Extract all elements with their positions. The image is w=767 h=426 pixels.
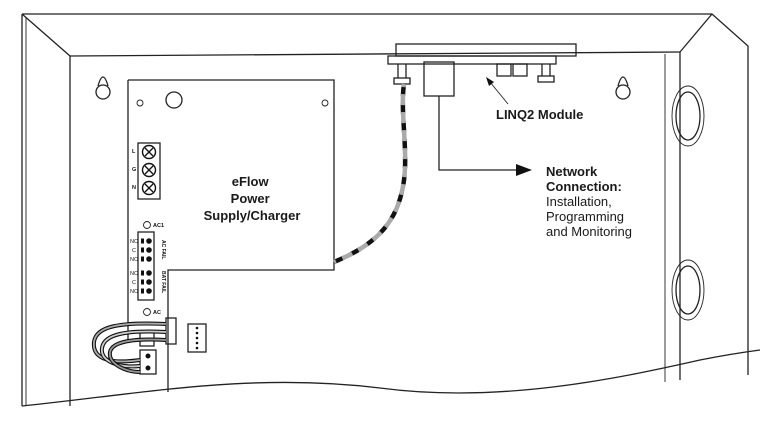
terminal-tab: [141, 270, 144, 276]
terminal-screw-icon: [141, 162, 157, 178]
linq2-module: [387, 43, 577, 97]
connector-pin: [195, 331, 199, 335]
linq2-leader-arrowhead: [486, 77, 494, 86]
knockout-top: [671, 85, 705, 147]
terminal-dot: [146, 270, 152, 276]
network-connection-label: Network Connection: Installation, Progra…: [546, 164, 632, 239]
knockout-bottom: [671, 259, 705, 321]
enclosure: [21, 13, 761, 407]
wire-harness: [91, 321, 167, 374]
terminal-screw-icon: [141, 144, 157, 160]
bat-fail-nc: NC: [130, 271, 138, 277]
ac-fail-c: C: [132, 248, 136, 254]
bat-fail-no: NO: [130, 289, 139, 295]
terminal-tab: [141, 279, 144, 285]
led-ac: AC: [143, 308, 161, 316]
ac-fail-label: AC FAIL: [160, 240, 166, 259]
psu-connector: [165, 317, 207, 353]
linq2-module-label: LINQ2 Module: [496, 107, 583, 122]
terminal-dot: [146, 256, 152, 262]
connector-pin: [195, 341, 199, 345]
terminal-tab: [141, 288, 144, 294]
ac-fail-nc: NC: [130, 239, 138, 245]
ac-fail-no: NO: [130, 257, 139, 263]
keyhole-right-icon: [615, 76, 631, 100]
terminal-dot: [146, 247, 152, 253]
terminal-screw-icon: [141, 180, 157, 196]
connector-pin: [195, 346, 199, 350]
terminal-label-g: G: [132, 167, 136, 173]
led-ac1: AC1: [143, 221, 164, 229]
linq2-leader: [489, 81, 509, 105]
network-arrow: [438, 96, 532, 176]
terminal-tab: [141, 247, 144, 253]
terminal-label-l: L: [132, 149, 136, 155]
terminal-tab: [141, 256, 144, 262]
keyhole-left-icon: [95, 76, 111, 100]
psu-board: [127, 79, 335, 392]
terminal-dot: [146, 279, 152, 285]
connector-pin: [195, 336, 199, 340]
twisted-cable: [333, 83, 408, 265]
terminal-dot: [146, 288, 152, 294]
connector-pin: [195, 326, 199, 330]
svg-text:AC1: AC1: [153, 223, 164, 229]
relay-terminal-blocks: NC C NO NC C NO AC FAIL BAT FAIL: [130, 231, 166, 301]
bat-fail-c: C: [132, 280, 136, 286]
ac-input-terminal-block: L G N: [132, 142, 161, 200]
psu-label: eFlow Power Supply/Charger: [204, 174, 301, 223]
bat-fail-label: BAT FAIL: [160, 271, 166, 293]
terminal-dot: [146, 238, 152, 244]
terminal-label-n: N: [132, 185, 136, 191]
terminal-tab: [141, 238, 144, 244]
svg-text:AC: AC: [153, 310, 161, 316]
arrowhead-icon: [516, 164, 532, 176]
